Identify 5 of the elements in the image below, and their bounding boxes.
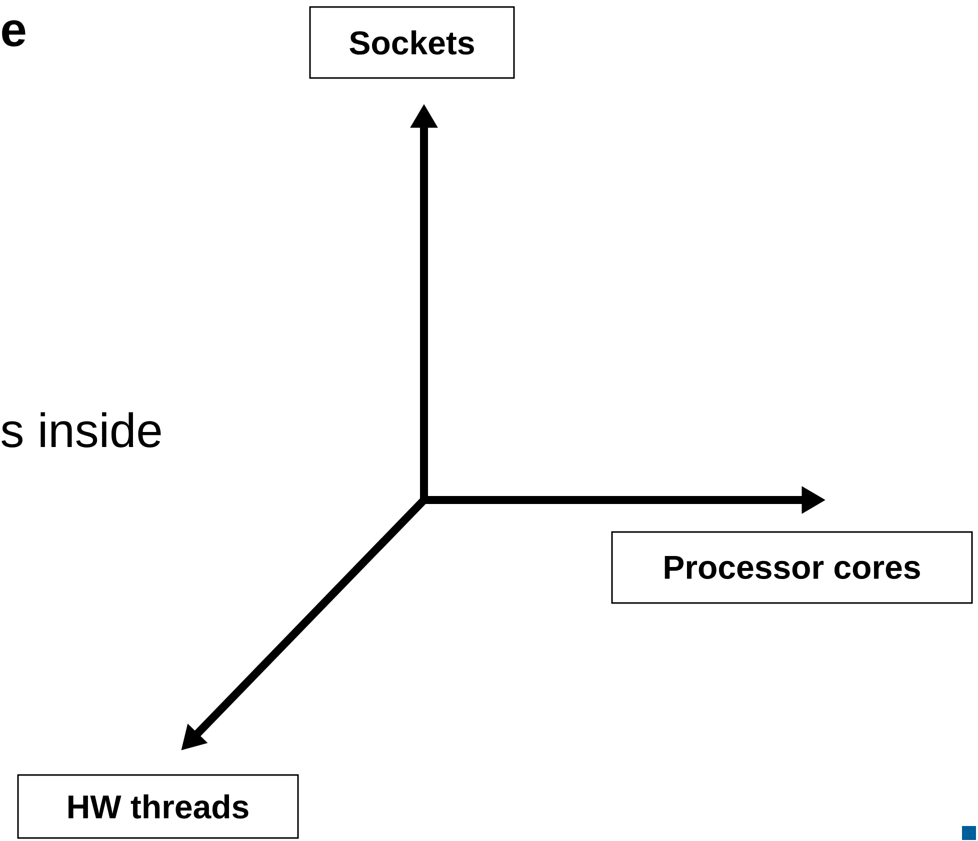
label-box: Sockets	[309, 6, 515, 79]
slide-text: s inside	[2, 412, 161, 448]
label-box: HW threads	[17, 774, 299, 839]
slide-text: e	[2, 20, 26, 46]
label-box: Processor cores	[611, 531, 973, 604]
